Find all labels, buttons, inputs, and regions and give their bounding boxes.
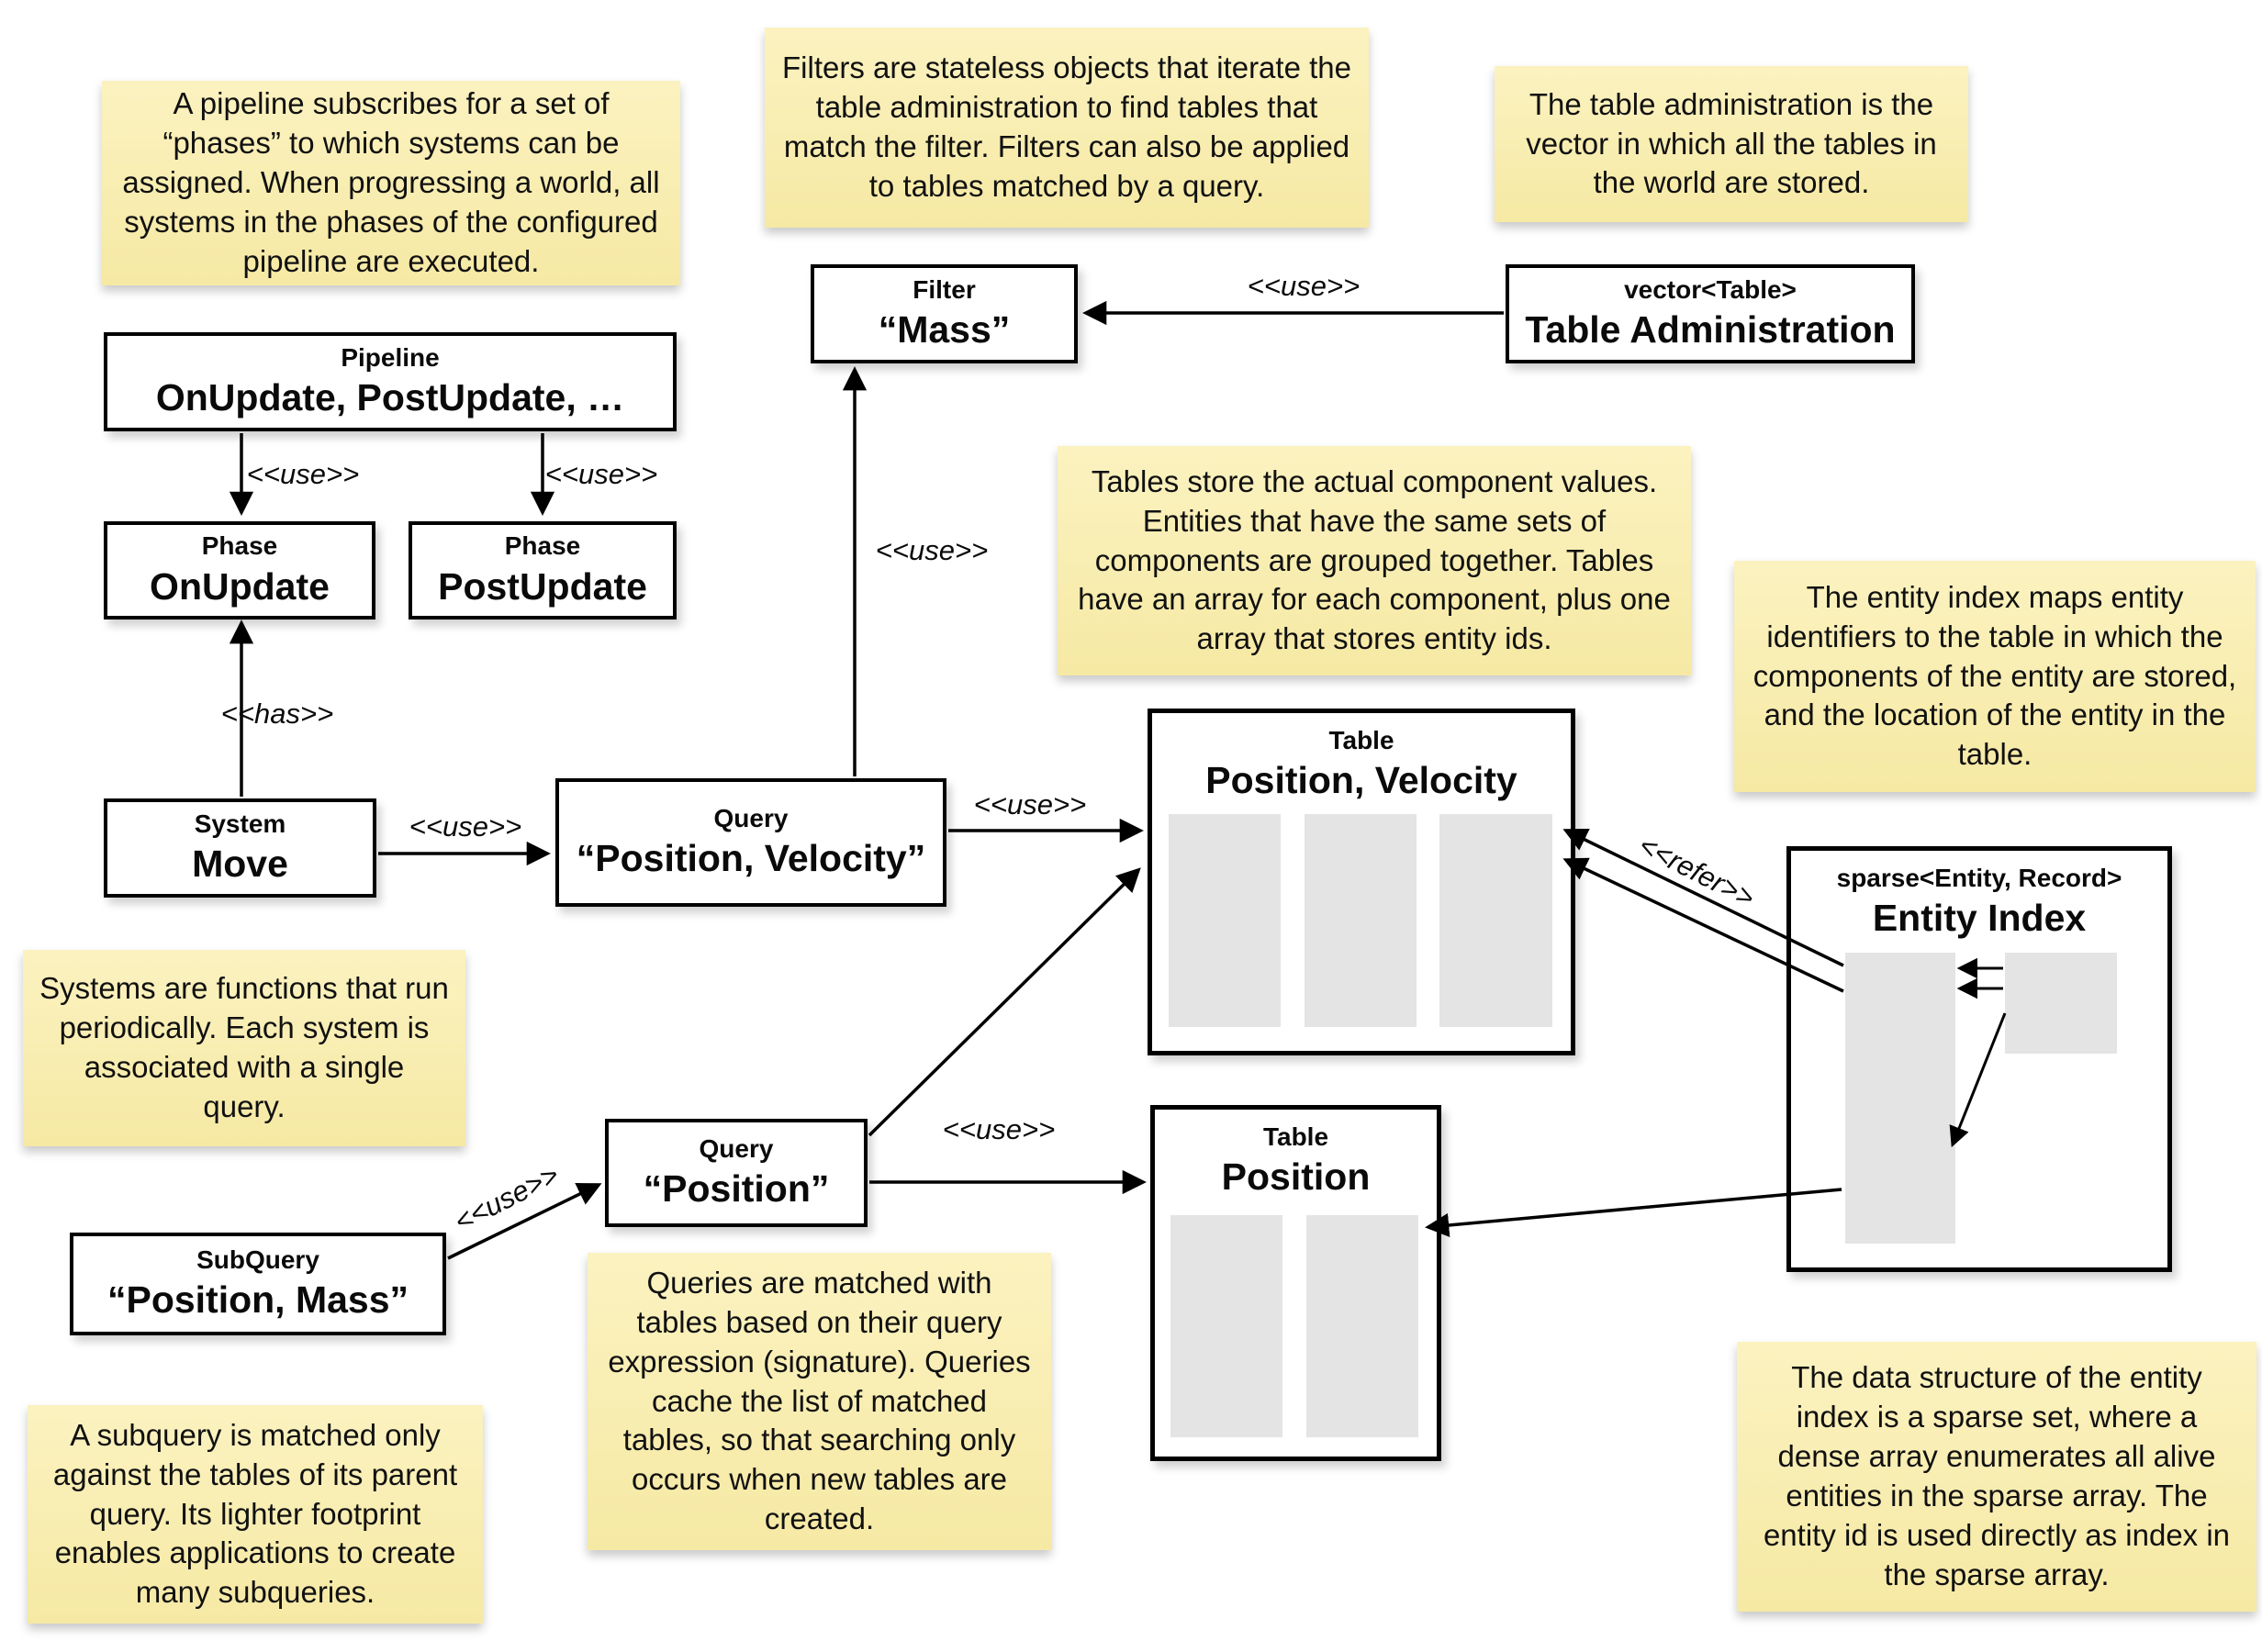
box-query-position-value: “Position” <box>643 1167 830 1210</box>
dense-array-block <box>2005 953 2117 1054</box>
box-entity-index-title: sparse<Entity, Record> <box>1836 864 2122 892</box>
box-phase-postupdate: Phase PostUpdate <box>409 521 677 620</box>
edge-label-has-system-phase: <<has>> <box>220 698 334 730</box>
box-table-administration-value: Table Administration <box>1525 308 1896 351</box>
note-table-administration: The table administration is the vector i… <box>1495 66 1968 222</box>
box-entity-index: sparse<Entity, Record> Entity Index <box>1786 846 2172 1272</box>
component-array-column <box>1169 814 1281 1027</box>
box-phase-onupdate-title: Phase <box>201 531 278 561</box>
sparse-array-column <box>1845 953 1955 1244</box>
edge-label-use-pipeline-postupdate: <<use>> <box>544 458 658 490</box>
note-subquery: A subquery is matched only against the t… <box>28 1405 483 1624</box>
edge-label-use-pipeline-onupdate: <<use>> <box>246 458 360 490</box>
box-subquery-position-mass: SubQuery “Position, Mass” <box>70 1233 446 1335</box>
box-query-position-velocity: Query “Position, Velocity” <box>555 778 946 907</box>
edge-label-use-query-table-p: <<use>> <box>942 1113 1056 1145</box>
box-system-move-title: System <box>194 809 286 838</box>
edge-label-use-system-query: <<use>> <box>409 810 522 843</box>
box-filter-mass-title: Filter <box>913 274 976 304</box>
box-subquery-position-mass-title: SubQuery <box>196 1245 319 1274</box>
box-table-position-velocity-title: Table <box>1328 726 1394 754</box>
note-entity-index: The entity index maps entity identifiers… <box>1734 561 2256 792</box>
box-filter-mass: Filter “Mass” <box>811 264 1078 363</box>
box-table-position-velocity-value: Position, Velocity <box>1205 759 1517 802</box>
box-table-administration-title: vector<Table> <box>1624 274 1797 304</box>
arrow-record-refer-table-p <box>1425 1188 1842 1238</box>
box-pipeline-title: Pipeline <box>341 342 440 372</box>
box-query-position-velocity-value: “Position, Velocity” <box>576 837 926 879</box>
box-entity-index-value: Entity Index <box>1872 897 2087 940</box>
note-systems: Systems are functions that run periodica… <box>23 950 465 1146</box>
box-phase-postupdate-value: PostUpdate <box>438 564 647 608</box>
box-system-move-value: Move <box>192 843 288 885</box>
component-array-column <box>1305 814 1417 1027</box>
box-phase-onupdate: Phase OnUpdate <box>104 521 375 620</box>
box-table-position-value: Position <box>1221 1155 1371 1199</box>
box-subquery-position-mass-value: “Position, Mass” <box>106 1278 409 1321</box>
note-filters: Filters are stateless objects that itera… <box>765 28 1369 228</box>
note-queries: Queries are matched with tables based on… <box>588 1253 1051 1550</box>
note-sparse-set: The data structure of the entity index i… <box>1737 1342 2256 1612</box>
box-table-position: Table Position <box>1150 1105 1441 1461</box>
component-array-column <box>1439 814 1552 1027</box>
note-tables: Tables store the actual component values… <box>1058 446 1691 675</box>
box-system-move: System Move <box>104 798 376 898</box>
arrow-query-p-to-table-pv <box>868 867 1141 1137</box>
box-table-administration: vector<Table> Table Administration <box>1506 264 1915 363</box>
box-query-position-velocity-title: Query <box>713 803 789 832</box>
box-query-position-title: Query <box>699 1133 774 1163</box>
edge-label-use-query-table-pv: <<use>> <box>973 788 1087 820</box>
edge-label-refer-entity-index: <<refer>> <box>1633 829 1760 915</box>
box-phase-postupdate-title: Phase <box>504 531 581 561</box>
box-pipeline-value: OnUpdate, PostUpdate, … <box>155 376 625 419</box>
box-filter-mass-value: “Mass” <box>878 308 1011 351</box>
edge-label-use-admin-filter: <<use>> <box>1247 270 1361 302</box>
edge-label-use-query-filter: <<use>> <box>875 534 989 566</box>
box-phase-onupdate-value: OnUpdate <box>150 564 330 608</box>
box-table-position-title: Table <box>1262 1122 1329 1151</box>
box-query-position: Query “Position” <box>605 1119 868 1227</box>
box-table-position-velocity: Table Position, Velocity <box>1148 709 1575 1055</box>
component-array-column <box>1170 1215 1282 1437</box>
component-array-column <box>1306 1215 1418 1437</box>
note-pipeline: A pipeline subscribes for a set of “phas… <box>102 81 680 285</box>
edge-label-use-subquery: <<use>> <box>449 1158 565 1238</box>
box-pipeline: Pipeline OnUpdate, PostUpdate, … <box>104 332 677 431</box>
